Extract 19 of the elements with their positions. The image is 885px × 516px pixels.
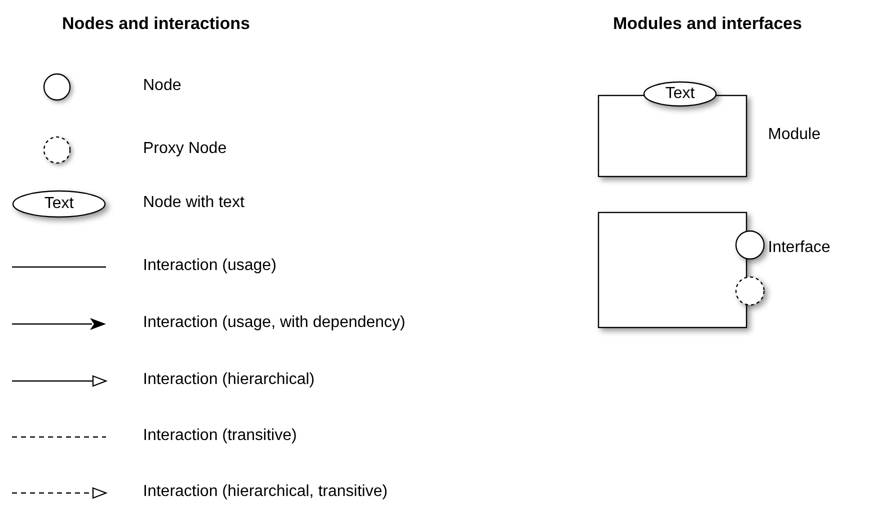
legend-text: Interaction (transitive) <box>143 427 297 445</box>
legend-text: Node <box>143 77 182 95</box>
legend-text: Interaction (usage, with dependency) <box>143 314 406 332</box>
section-heading: Modules and interfaces <box>613 14 802 34</box>
section-heading: Nodes and interactions <box>62 14 250 34</box>
proxy-interface-circle <box>735 276 765 306</box>
node-caption: Interface <box>768 239 830 257</box>
legend-text: Proxy Node <box>143 140 227 158</box>
legend-text: Interaction (hierarchical, transitive) <box>143 483 388 501</box>
node-text: Text <box>665 85 695 103</box>
legend-text: Node with text <box>143 194 244 212</box>
legend-text: Interaction (hierarchical) <box>143 371 315 389</box>
node-ellipse <box>643 81 717 107</box>
module-box <box>598 212 747 328</box>
node-ellipse <box>12 190 106 218</box>
interface-circle <box>735 230 765 260</box>
legend-text: Interaction (usage) <box>143 257 276 275</box>
node-caption: Module <box>768 126 820 144</box>
node-text: Text <box>44 195 74 213</box>
